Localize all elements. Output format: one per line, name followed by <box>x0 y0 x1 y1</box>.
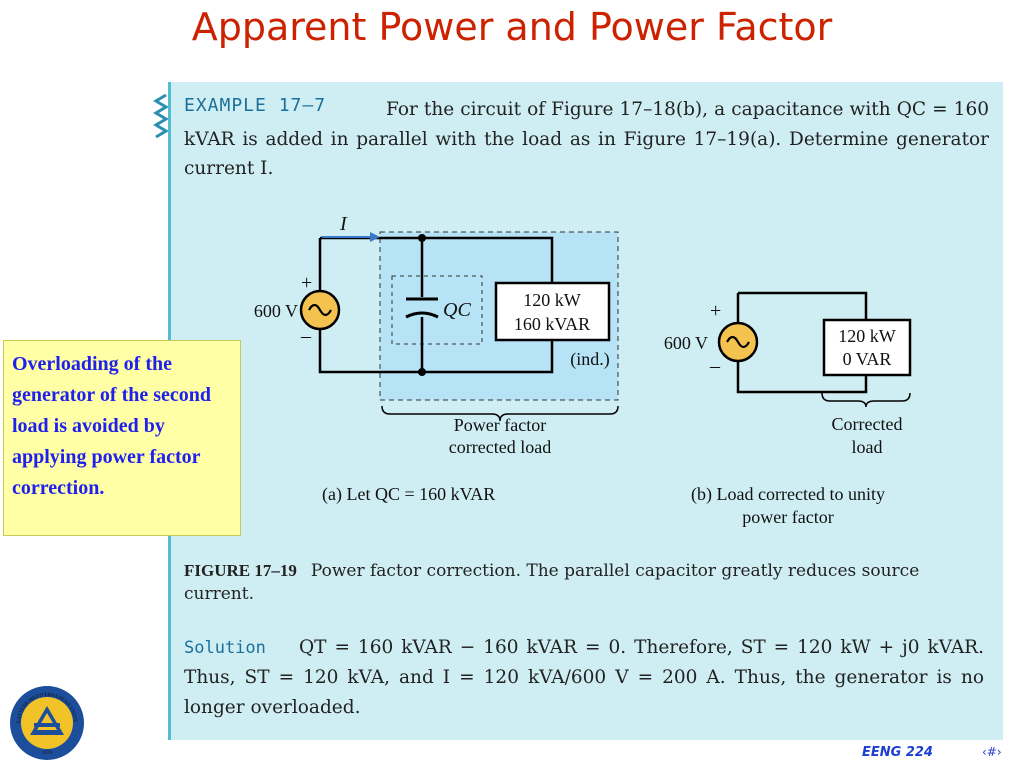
load-b-line2: 0 VAR <box>843 349 892 369</box>
source-minus-a: – <box>300 325 312 347</box>
caption-a: (a) Let QC = 160 kVAR <box>322 484 495 505</box>
source-voltage-b: 600 V <box>664 333 708 353</box>
example-text: For the circuit of Figure 17–18(b), a ca… <box>184 99 989 179</box>
footer-course: EENG 224 <box>862 745 933 760</box>
brace-b <box>821 392 911 408</box>
caption-b-line1: (b) Load corrected to unity <box>691 484 885 505</box>
logo-year: 1979 <box>42 751 53 756</box>
circuit-diagram-b: + – 600 V 120 kW 0 VAR Corrected load (b… <box>664 291 912 527</box>
circuit-diagram-a: I + – 600 V QC 120 kW 160 kVAR (ind.) Po… <box>254 213 619 505</box>
load-b-line1: 120 kW <box>838 326 896 346</box>
figure-caption-label: FIGURE 17–19 <box>184 561 297 580</box>
figure-caption-text: Power factor correction. The parallel ca… <box>184 561 920 604</box>
caption-b-line2: power factor <box>742 507 833 527</box>
brace-a-line2: corrected load <box>449 437 551 457</box>
example-panel <box>168 82 1003 740</box>
solution-text: QT = 160 kVAR − 160 kVAR = 0. Therefore,… <box>184 637 984 718</box>
page-number: ‹#› <box>982 745 1002 759</box>
source-voltage-a: 600 V <box>254 301 298 321</box>
load-a-note: (ind.) <box>570 349 610 370</box>
capacitor-region <box>391 275 483 345</box>
example-heading: EXAMPLE 17–7 <box>184 95 327 116</box>
source-plus-a: + <box>301 272 312 294</box>
solution-heading: Solution <box>184 638 266 658</box>
source-minus-b: – <box>709 355 721 377</box>
source-plus-b: + <box>710 300 721 322</box>
load-a-line1: 120 kW <box>523 290 581 310</box>
callout-note: Overloading of the generator of the seco… <box>3 340 241 536</box>
slide-title: Apparent Power and Power Factor <box>191 5 833 49</box>
brace-a-line1: Power factor <box>454 415 546 435</box>
brace-b-line1: Corrected <box>832 414 903 434</box>
load-box-b <box>822 318 912 377</box>
load-a-line2: 160 kVAR <box>514 314 590 334</box>
cap-label-a: QC <box>443 299 471 321</box>
brace-b-line2: load <box>852 437 883 457</box>
current-label: I <box>339 213 348 235</box>
university-logo: EASTERN MEDITERRANEAN UNIVERSITY 1979 <box>8 684 84 760</box>
squiggle-decoration <box>153 93 169 139</box>
brace-a <box>381 405 619 422</box>
